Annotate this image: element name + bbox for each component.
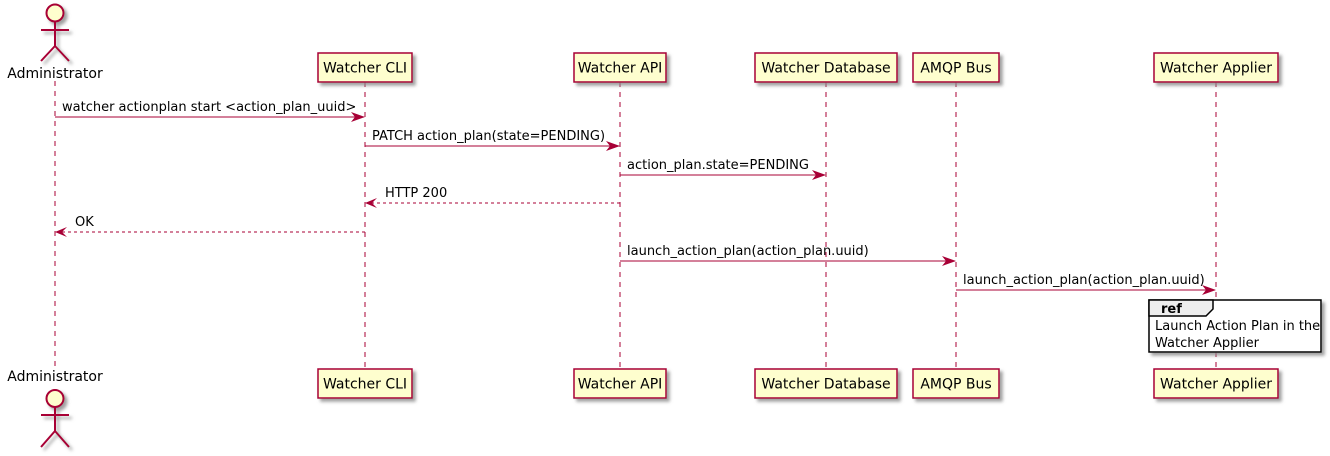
participant-top-watcher-cli: Watcher CLI (317, 52, 413, 83)
message-arrowhead-icon (606, 141, 620, 151)
message-label: PATCH action_plan(state=PENDING) (372, 129, 605, 144)
participant-top-watcher-api: Watcher API (573, 52, 667, 83)
actor-head-icon (45, 389, 65, 408)
actor-leg-right (54, 430, 70, 448)
participant-box (573, 52, 667, 83)
participant-label: AMQP Bus (920, 61, 991, 77)
message-label: launch_action_plan(action_plan.uuid) (963, 273, 1205, 288)
participant-bottom-watcher-database: Watcher Database (754, 368, 898, 399)
message-5: OK (55, 215, 365, 237)
participant-label: Watcher Applier (1160, 61, 1272, 77)
ref-line-2: Watcher Applier (1155, 336, 1260, 351)
message-label: watcher actionplan start <action_plan_uu… (62, 100, 356, 115)
actor-label: Administrator (7, 66, 103, 82)
participant-box (754, 52, 898, 83)
actor-leg-right (54, 45, 70, 62)
participant-bottom-amqp-bus: AMQP Bus (912, 368, 1000, 399)
participant-top-watcher-applier: Watcher Applier (1153, 52, 1279, 83)
participant-bottom-watcher-cli: Watcher CLI (317, 368, 413, 399)
message-1: watcher actionplan start <action_plan_uu… (55, 100, 365, 122)
actor-label: Administrator (7, 369, 103, 385)
message-label: HTTP 200 (385, 186, 447, 201)
participant-box (912, 368, 1000, 399)
message-arrowhead-icon (55, 227, 67, 237)
participant-box (754, 368, 898, 399)
message-arrowhead-icon (351, 112, 365, 122)
participant-label: Watcher API (578, 61, 663, 77)
message-4: HTTP 200 (365, 186, 620, 208)
participant-box (317, 368, 413, 399)
participant-bottom-watcher-api: Watcher API (573, 368, 667, 399)
message-2: PATCH action_plan(state=PENDING) (365, 129, 620, 151)
ref-line-1: Launch Action Plan in the (1155, 319, 1320, 334)
message-6: launch_action_plan(action_plan.uuid) (620, 244, 956, 266)
participant-label: Watcher CLI (323, 61, 407, 77)
actor-leg-left (40, 45, 56, 62)
ref-tab (1148, 299, 1214, 317)
ref-keyword: ref (1161, 302, 1182, 317)
message-arrowhead-icon (1202, 285, 1216, 295)
participant-box (1153, 52, 1279, 83)
actor-figure-bottom (40, 389, 70, 448)
participant-label: Watcher Database (761, 377, 890, 393)
participant-top-watcher-database: Watcher Database (754, 52, 898, 83)
actor-head-icon (45, 3, 65, 23)
participant-label: Watcher CLI (323, 377, 407, 393)
message-3: action_plan.state=PENDING (620, 158, 826, 180)
message-7: launch_action_plan(action_plan.uuid) (956, 273, 1216, 295)
participant-label: Watcher Applier (1160, 377, 1272, 393)
message-label: OK (75, 215, 94, 230)
actor-leg-left (40, 430, 56, 448)
participant-label: Watcher API (578, 377, 663, 393)
participant-label: AMQP Bus (920, 377, 991, 393)
message-arrowhead-icon (365, 198, 377, 208)
message-arrowhead-icon (812, 170, 826, 180)
participant-top-amqp-bus: AMQP Bus (912, 52, 1000, 83)
message-arrowhead-icon (942, 256, 956, 266)
participant-box (1153, 368, 1279, 399)
participant-label: Watcher Database (761, 61, 890, 77)
participant-box (573, 368, 667, 399)
participant-bottom-watcher-applier: Watcher Applier (1153, 368, 1279, 399)
message-label: action_plan.state=PENDING (627, 158, 809, 173)
participant-box (317, 52, 413, 83)
participant-box (912, 52, 1000, 83)
actor-figure-top (40, 3, 70, 62)
message-label: launch_action_plan(action_plan.uuid) (627, 244, 869, 259)
